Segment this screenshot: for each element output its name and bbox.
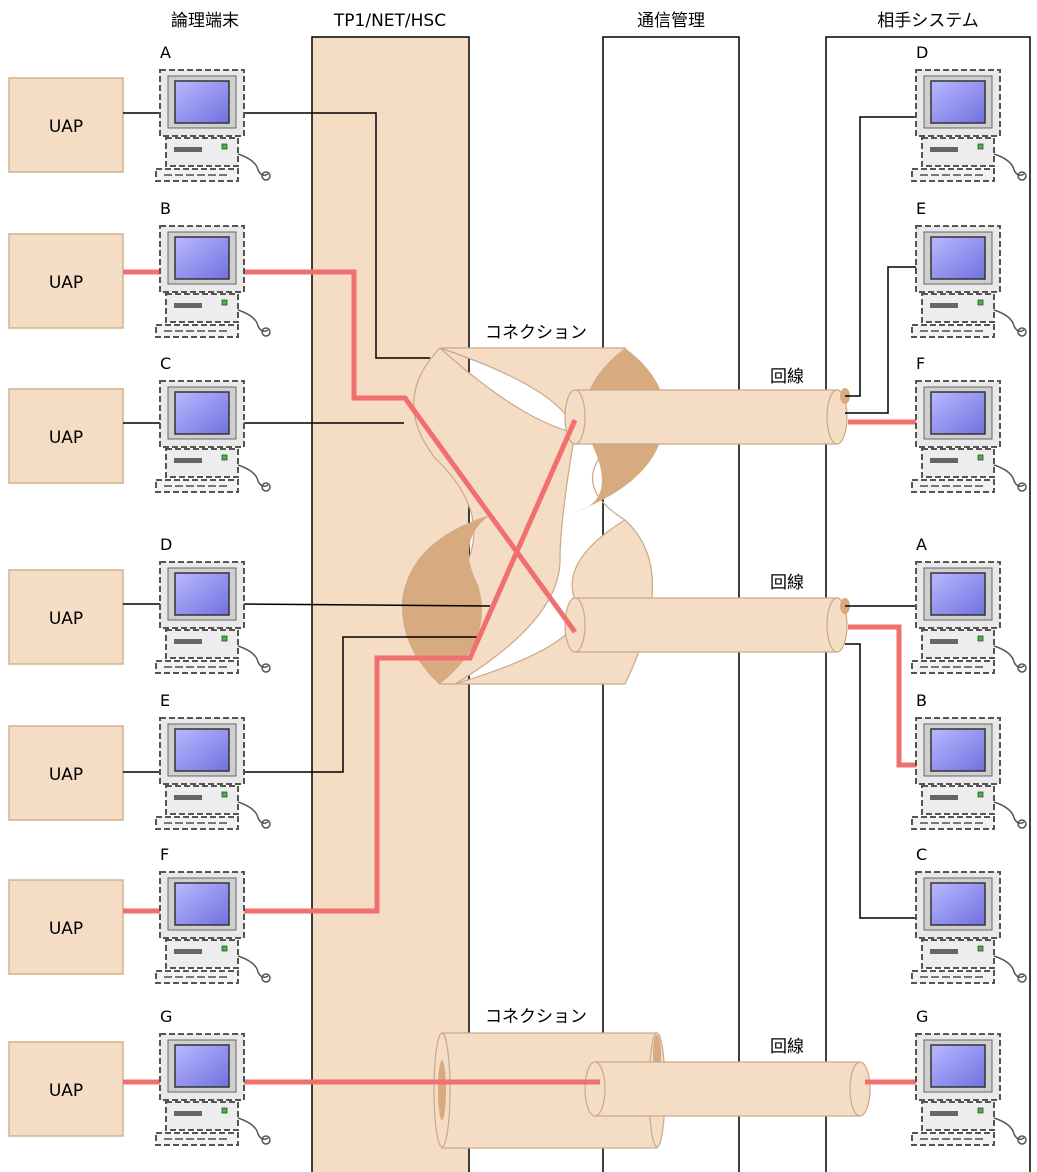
terminal-right-d: D: [912, 43, 1026, 181]
svg-text:A: A: [916, 535, 927, 554]
line-pipe-lower: [585, 1062, 870, 1116]
svg-text:B: B: [916, 691, 927, 710]
svg-text:A: A: [160, 43, 171, 62]
terminal-left-g: G: [156, 1007, 270, 1145]
uap-box-f: UAP: [9, 880, 123, 974]
uap-box-d: UAP: [9, 570, 123, 664]
line-pipe-upper: [565, 388, 850, 444]
line-label-middle: 回線: [770, 573, 804, 593]
header-remote-system: 相手システム: [877, 11, 979, 31]
svg-text:D: D: [160, 535, 172, 554]
terminal-right-g: G: [912, 1007, 1026, 1145]
svg-text:B: B: [160, 199, 171, 218]
svg-text:F: F: [160, 845, 169, 864]
uap-box-g: UAP: [9, 1042, 123, 1136]
uap-label: UAP: [49, 273, 83, 293]
terminal-right-b: B: [912, 691, 1026, 829]
uap-label: UAP: [49, 609, 83, 629]
header-tp1-net-hsc: TP1/NET/HSC: [333, 11, 446, 31]
uap-box-e: UAP: [9, 726, 123, 820]
uap-label: UAP: [49, 1081, 83, 1101]
line-label-upper: 回線: [770, 367, 804, 387]
svg-text:G: G: [916, 1007, 928, 1026]
terminal-right-a: A: [912, 535, 1026, 673]
uap-label: UAP: [49, 428, 83, 448]
svg-text:C: C: [160, 354, 171, 373]
svg-text:D: D: [916, 43, 928, 62]
uap-box-b: UAP: [9, 234, 123, 328]
svg-text:F: F: [916, 354, 925, 373]
line-label-lower: 回線: [770, 1037, 804, 1057]
svg-text:G: G: [160, 1007, 172, 1026]
uap-label: UAP: [49, 919, 83, 939]
line-pipe-middle: [565, 598, 850, 652]
uap-label: UAP: [49, 117, 83, 137]
terminal-left-a: A: [156, 43, 270, 181]
terminal-right-e: E: [912, 199, 1026, 337]
terminal-left-f: F: [156, 845, 270, 983]
terminal-right-c: C: [912, 845, 1026, 983]
uap-box-c: UAP: [9, 389, 123, 483]
terminal-left-b: B: [156, 199, 270, 337]
uap-box-a: UAP: [9, 78, 123, 172]
header-logical-terminal: 論理端末: [171, 11, 239, 31]
svg-text:E: E: [160, 691, 170, 710]
svg-text:C: C: [916, 845, 927, 864]
svg-text:E: E: [916, 199, 926, 218]
connection-label-lower: コネクション: [485, 1007, 587, 1027]
terminal-left-e: E: [156, 691, 270, 829]
uap-label: UAP: [49, 765, 83, 785]
terminal-right-f: F: [912, 354, 1026, 492]
connection-label-upper: コネクション: [485, 323, 587, 343]
header-comm-management: 通信管理: [637, 11, 705, 31]
